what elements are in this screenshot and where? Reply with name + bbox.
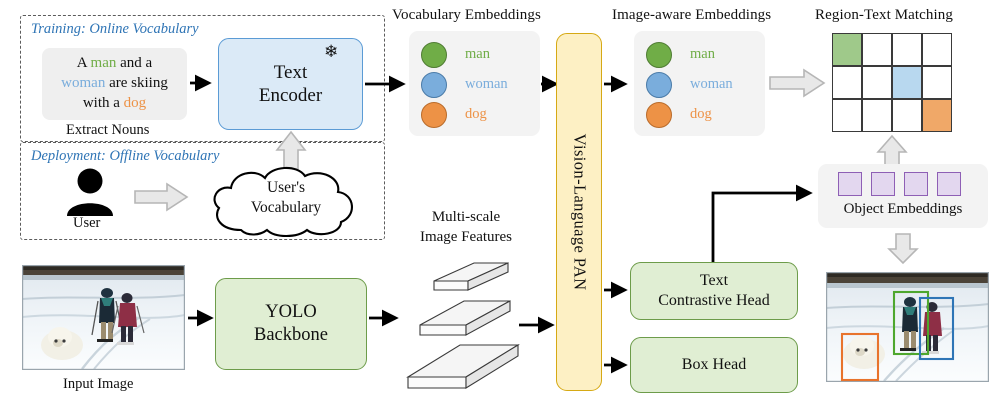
image-aware-label-man: man xyxy=(690,46,715,62)
cloud-label-line1: User's xyxy=(266,179,306,196)
image-aware-embeddings-header: Image-aware Embeddings xyxy=(612,7,772,23)
text-encoder-block[interactable]: Text Encoder xyxy=(218,38,363,130)
sentence-token-0: A xyxy=(76,55,91,72)
arrow-vlpan-to-box-head xyxy=(604,356,628,374)
object-embedding-square-2 xyxy=(871,172,895,196)
arrow-encoder-to-vocab xyxy=(365,75,406,93)
arrow-image-aware-to-matching xyxy=(769,68,826,98)
arrow-object-embeddings-to-output xyxy=(887,233,919,265)
cloud-label: User's Vocabulary xyxy=(231,178,341,218)
input-image xyxy=(22,265,186,371)
image-aware-dot-man xyxy=(646,42,672,68)
matching-cell-r1-c4 xyxy=(922,33,952,66)
matching-cell-r1-c2 xyxy=(862,33,892,66)
training-section-label: Training: Online Vocabulary xyxy=(31,21,199,37)
vocab-label-dog: dog xyxy=(465,106,487,122)
image-aware-label-dog: dog xyxy=(690,106,712,122)
text-encoder-line1: Text xyxy=(273,61,308,83)
object-embeddings-label: Object Embeddings xyxy=(843,201,963,217)
input-image-caption: Input Image xyxy=(63,376,134,392)
vocab-label-man: man xyxy=(465,46,490,62)
snowflake-icon: ❄ xyxy=(324,42,339,61)
image-aware-label-woman: woman xyxy=(690,76,733,92)
training-sentence: A man and a woman are skiing with a dog xyxy=(61,54,168,114)
training-sentence-box: A man and a woman are skiing with a dog xyxy=(42,48,187,120)
vision-language-pan-label: Vision-Language PAN xyxy=(570,133,590,291)
vocab-dot-woman xyxy=(421,72,447,98)
output-image-with-detections xyxy=(826,272,989,383)
matching-cell-r2-c4 xyxy=(922,66,952,99)
user-caption: User xyxy=(73,215,101,231)
training-section-box xyxy=(20,15,385,142)
arrow-vocab-to-vlpan xyxy=(541,75,559,93)
object-embedding-square-4 xyxy=(937,172,961,196)
multi-scale-feature-slabs xyxy=(406,262,520,389)
arrow-object-embeddings-to-matching xyxy=(876,134,908,168)
image-aware-embeddings-list: man woman dog xyxy=(634,31,765,136)
vocab-dot-man xyxy=(421,42,447,68)
user-icon xyxy=(67,168,113,216)
text-contrastive-head-line1: Text xyxy=(699,272,729,290)
extract-nouns-caption: Extract Nouns xyxy=(66,122,150,138)
vocab-dot-dog xyxy=(421,102,447,128)
text-contrastive-head-line2: Contrastive Head xyxy=(658,292,770,309)
multi-scale-line1: Multi-scale xyxy=(431,209,501,225)
multi-scale-line2: Image Features xyxy=(419,229,513,246)
yolo-backbone-line1: YOLO xyxy=(265,302,317,323)
deployment-section-label: Deployment: Offline Vocabulary xyxy=(31,148,220,164)
region-text-matching-header: Region-Text Matching xyxy=(815,7,954,23)
matching-cell-r1-c1 xyxy=(832,33,862,66)
matching-cell-r2-c3 xyxy=(892,66,922,99)
matching-cell-r3-c4 xyxy=(922,99,952,132)
sentence-token-man: man xyxy=(90,55,117,72)
text-contrastive-head-block[interactable]: Text Contrastive Head xyxy=(630,262,798,320)
matching-cell-r2-c1 xyxy=(832,66,862,99)
arrow-backbone-to-features xyxy=(369,309,399,327)
box-head-block[interactable]: Box Head xyxy=(630,337,798,393)
object-embedding-square-3 xyxy=(904,172,928,196)
multi-scale-features-header: Multi-scale Image Features xyxy=(402,207,530,248)
matching-cell-r2-c2 xyxy=(862,66,892,99)
yolo-backbone-block[interactable]: YOLO Backbone xyxy=(215,278,367,370)
image-aware-dot-dog xyxy=(646,102,672,128)
vocab-label-woman: woman xyxy=(465,76,508,92)
vision-language-pan-block[interactable]: Vision-Language PAN xyxy=(556,33,602,391)
text-encoder-line2: Encoder xyxy=(258,85,323,106)
arrow-vlpan-to-text-head xyxy=(604,281,628,299)
sentence-token-2: are skiing xyxy=(105,75,168,92)
arrow-features-to-vlpan xyxy=(519,316,555,334)
object-embeddings-squares xyxy=(838,172,968,196)
matching-cell-r3-c1 xyxy=(832,99,862,132)
arrow-vlpan-to-image-aware xyxy=(604,75,628,93)
region-text-matching-grid xyxy=(832,33,952,132)
arrow-sentence-to-encoder xyxy=(190,74,212,92)
matching-cell-r3-c2 xyxy=(862,99,892,132)
sentence-token-3: with a xyxy=(82,94,124,111)
sentence-token-1: and a xyxy=(116,55,153,72)
object-embedding-square-1 xyxy=(838,172,862,196)
arrow-input-to-backbone xyxy=(188,309,214,327)
arrow-head-to-object-embeddings xyxy=(711,184,813,266)
sentence-token-woman: woman xyxy=(61,75,106,92)
matching-cell-r3-c3 xyxy=(892,99,922,132)
matching-cell-r1-c3 xyxy=(892,33,922,66)
deployment-section-box xyxy=(20,142,385,240)
cloud-label-line2: Vocabulary xyxy=(250,199,322,217)
vocabulary-embeddings-list: man woman dog xyxy=(409,31,540,136)
image-aware-dot-woman xyxy=(646,72,672,98)
vocabulary-embeddings-header: Vocabulary Embeddings xyxy=(392,7,541,23)
sentence-token-dog: dog xyxy=(123,94,147,111)
users-vocabulary-cloud xyxy=(213,166,353,238)
yolo-backbone-line2: Backbone xyxy=(254,325,328,345)
box-head-label: Box Head xyxy=(681,356,747,374)
arrow-user-to-vocabulary xyxy=(134,182,189,212)
